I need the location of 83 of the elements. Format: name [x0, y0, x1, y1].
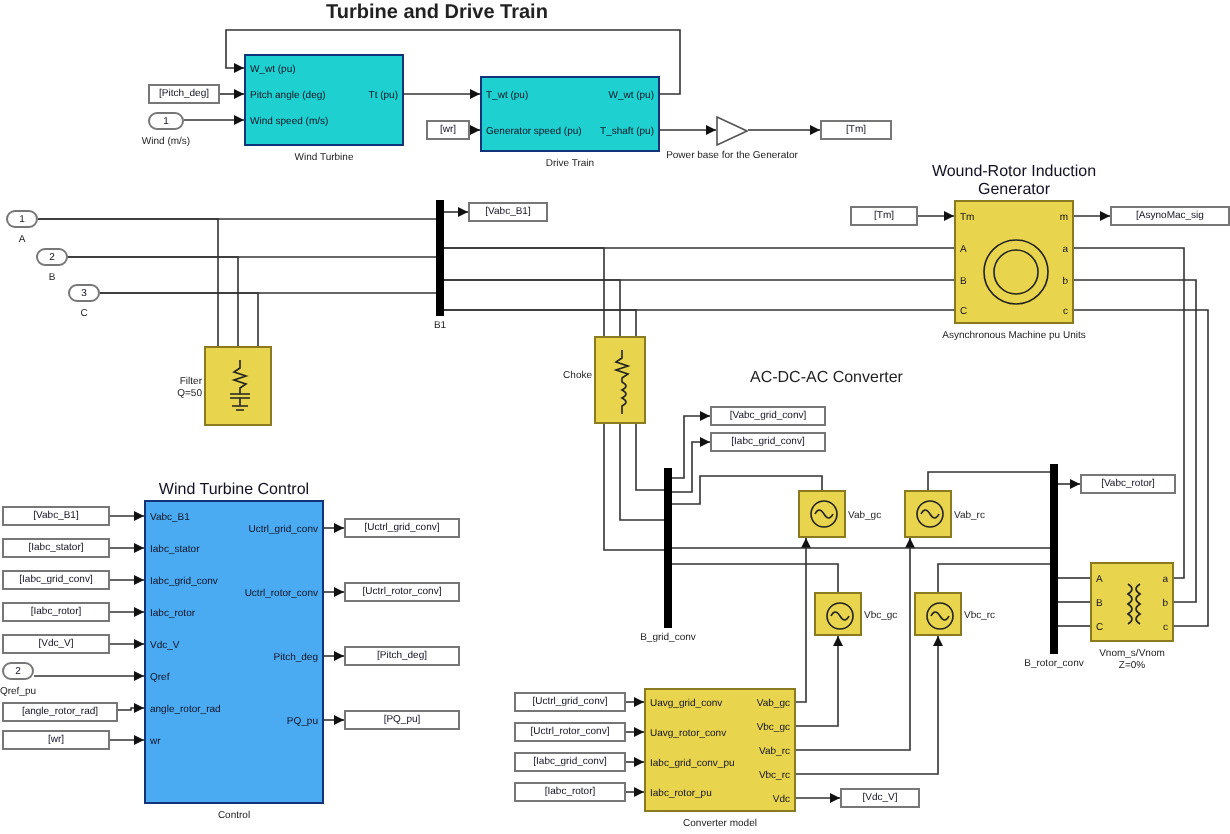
signal-tag	[426, 120, 470, 140]
signal-tag	[344, 518, 460, 538]
signal-arrow	[109, 607, 145, 617]
connection-line	[619, 423, 665, 521]
connection-line	[37, 218, 219, 347]
signal-tag	[820, 120, 892, 140]
signal-arrow	[109, 639, 145, 649]
signal-tag	[2, 702, 118, 722]
connection-line	[1073, 309, 1209, 627]
signal-arrow	[795, 537, 915, 751]
signal-tag	[2, 570, 110, 590]
signal-arrow	[109, 543, 145, 553]
signal-arrow	[1073, 211, 1111, 221]
signal-arrow	[795, 635, 843, 727]
block-title: Wind Turbine Control	[158, 480, 310, 502]
connection-line	[1057, 625, 1091, 627]
signal-tag	[2, 538, 110, 558]
signal-tag	[710, 406, 826, 426]
signal-arrow	[625, 757, 645, 767]
connection-line	[603, 423, 665, 551]
signal-tag	[344, 582, 460, 602]
connection-line	[671, 475, 823, 505]
signal-tag	[514, 752, 626, 772]
signal-tag	[2, 506, 110, 526]
signal-arrow	[443, 207, 469, 217]
connection-line	[443, 309, 637, 337]
signal-arrow	[109, 575, 145, 585]
signal-arrow	[323, 651, 345, 661]
signal-arrow	[795, 635, 943, 775]
signal-arrow	[671, 437, 711, 493]
signal-tag	[148, 84, 220, 104]
signal-arrow	[1057, 479, 1081, 489]
signal-arrow	[109, 735, 145, 745]
connection-line	[671, 563, 839, 593]
signal-tag	[850, 206, 918, 226]
section-heading: AC-DC-AC Converter	[750, 368, 903, 386]
signal-tag	[2, 634, 110, 654]
signal-arrow	[323, 587, 345, 597]
signal-arrow	[795, 537, 811, 703]
connection-line	[671, 547, 1051, 549]
signal-tag	[514, 722, 626, 742]
signal-arrow	[625, 787, 645, 797]
connection-line	[937, 563, 1051, 593]
signal-arrow	[659, 125, 717, 135]
signal-tag	[2, 730, 110, 750]
signal-arrow	[219, 89, 245, 99]
signal-arrow	[747, 125, 821, 135]
signal-arrow	[469, 125, 481, 135]
signal-arrow	[109, 511, 145, 521]
signal-arrow	[323, 715, 345, 725]
section-heading: Turbine and Drive Train	[326, 2, 548, 24]
connection-line	[635, 423, 665, 491]
connection-line	[443, 247, 605, 337]
connection-line	[927, 471, 1051, 491]
signal-arrow	[33, 671, 145, 681]
connection-line	[443, 279, 621, 337]
connection-line	[1057, 577, 1091, 579]
connection-line	[1073, 279, 1197, 603]
signal-tag	[514, 692, 626, 712]
signal-arrow	[795, 793, 841, 803]
signal-tag	[344, 710, 460, 730]
signal-arrow	[625, 697, 645, 707]
signal-arrow	[917, 211, 955, 221]
signal-tag	[2, 602, 110, 622]
signal-arrow	[117, 703, 145, 713]
signal-arrow	[403, 89, 481, 99]
signal-arrow	[625, 727, 645, 737]
signal-arrow	[225, 29, 681, 95]
signal-tag	[1080, 474, 1176, 494]
signal-tag	[710, 432, 826, 452]
signal-tag	[840, 788, 920, 808]
signal-tag	[468, 202, 548, 222]
connection-line	[1073, 247, 1185, 579]
connection-line	[1057, 601, 1091, 603]
signal-tag	[514, 782, 626, 802]
block-title: Wound-Rotor Induction Generator	[929, 162, 1099, 202]
connection-line	[99, 292, 259, 347]
signal-tag	[1110, 206, 1230, 226]
connection-line	[67, 256, 239, 347]
signal-tag	[344, 646, 460, 666]
signal-arrow	[183, 115, 245, 125]
signal-arrow	[323, 523, 345, 533]
signal-arrow	[671, 411, 711, 479]
